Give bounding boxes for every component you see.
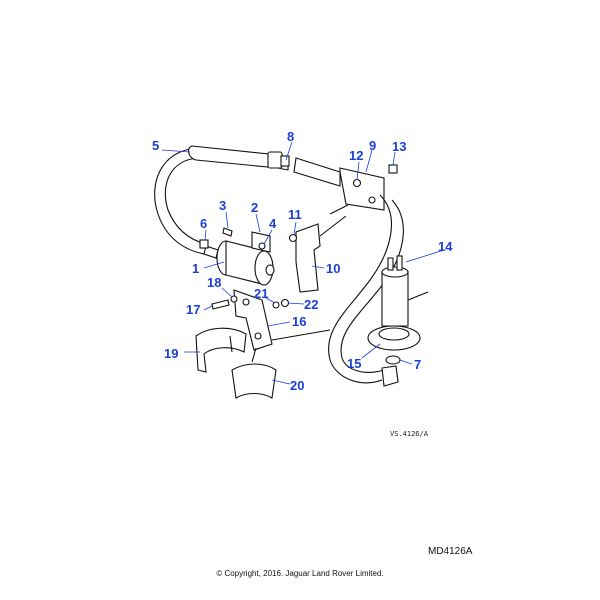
clip-6 [199, 239, 209, 249]
nut-13 [388, 164, 398, 174]
drawing-reference: VS.4126/A [390, 430, 429, 438]
callout-12: 12 [349, 148, 363, 163]
callout-1: 1 [192, 261, 199, 276]
callout-21: 21 [254, 286, 268, 301]
callout-10: 10 [326, 261, 340, 276]
mount-ring-15 [367, 325, 421, 351]
washer-18 [230, 295, 238, 303]
callout-9: 9 [369, 138, 376, 153]
callout-16: 16 [292, 314, 306, 329]
strap-20 [231, 347, 277, 399]
callout-17: 17 [186, 302, 200, 317]
nut-22 [280, 298, 290, 308]
bracket-10 [295, 215, 347, 293]
callout-18: 18 [207, 275, 221, 290]
fuel-filter-1 [203, 240, 275, 286]
callout-7: 7 [414, 357, 421, 372]
callout-8: 8 [287, 129, 294, 144]
callout-2: 2 [251, 200, 258, 215]
callout-22: 22 [304, 297, 318, 312]
bracket-16 [233, 289, 331, 351]
callout-11: 11 [288, 207, 302, 222]
callout-19: 19 [164, 346, 178, 361]
part-code: MD4126A [428, 546, 473, 557]
callout-4: 4 [269, 216, 277, 231]
bolt-11 [288, 233, 298, 243]
bracket-2 [251, 231, 271, 253]
copyright-notice: © Copyright, 2016. Jaguar Land Rover Lim… [216, 569, 384, 578]
callout-14: 14 [438, 239, 453, 254]
leader-lines [161, 141, 445, 385]
hose-5 [154, 147, 207, 255]
callout-3: 3 [219, 198, 226, 213]
screw-3 [222, 227, 233, 237]
fuel-pump-14 [381, 255, 429, 327]
hose-8 [187, 145, 341, 187]
callout-15: 15 [347, 356, 361, 371]
callout-13: 13 [392, 139, 406, 154]
callout-6: 6 [200, 216, 207, 231]
washer-21 [272, 301, 280, 309]
callout-20: 20 [290, 378, 304, 393]
bolt-17 [211, 299, 230, 310]
callout-5: 5 [152, 138, 159, 153]
hose-feed [328, 194, 404, 387]
clip-7 [385, 355, 401, 365]
strap-19 [195, 327, 247, 373]
screw-4 [258, 242, 266, 250]
